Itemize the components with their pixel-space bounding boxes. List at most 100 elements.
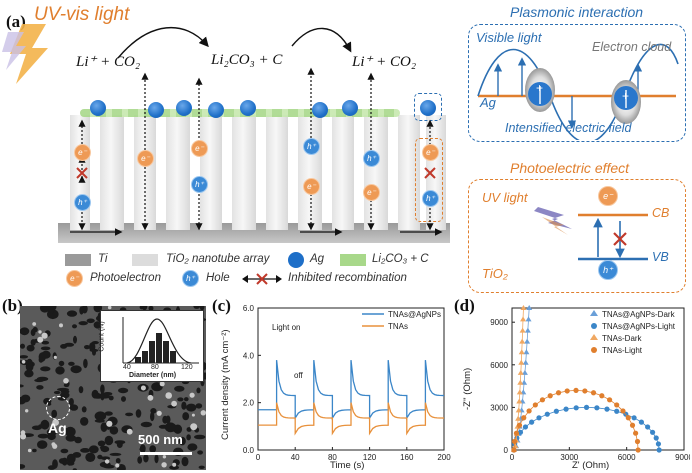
hole-dot: h⁺ [191, 176, 208, 193]
c-xtick-label: 0 [256, 453, 261, 462]
c-legend: TNAs@AgNPs TNAs [362, 310, 441, 331]
d-data-point [544, 411, 550, 417]
tio2-label: TiO₂ [482, 266, 508, 281]
d-legend-marker [591, 323, 597, 329]
d-data-point [516, 398, 523, 404]
d-xlabel: Z' (Ohm) [572, 460, 609, 471]
d-data-point [620, 408, 626, 414]
c-ytick-label: 6.0 [243, 304, 255, 313]
electron-dot: e⁻ [74, 144, 91, 161]
photoelectric-electron-dot: e⁻ [598, 186, 618, 206]
d-data-point [515, 407, 522, 413]
inset-xtick-1: 40 [123, 364, 131, 371]
c-ytick-label: 2.0 [243, 399, 255, 408]
sem-inset: Count (N) 40 80 120 Diameter (nm) [98, 310, 204, 382]
d-data-point [517, 379, 524, 385]
d-data-point [573, 387, 579, 393]
hole-dot: h⁺ [303, 138, 320, 155]
d-data-point [532, 402, 538, 408]
charge-transport-arrows [70, 67, 443, 236]
d-data-point [526, 305, 533, 310]
d-ytick-label: 3000 [490, 403, 508, 412]
legend-electron-dot: e⁻ [66, 270, 83, 287]
d-data-point [547, 393, 553, 399]
electron-dot: e⁻ [363, 184, 380, 201]
d-data-point [625, 415, 631, 421]
d-data-point [635, 447, 641, 453]
d-xtick-label: 0 [510, 453, 515, 462]
d-data-point [516, 422, 523, 428]
d-data-point [511, 438, 518, 445]
d-data-point [517, 369, 524, 375]
c-ytick-label: 4.0 [243, 351, 255, 360]
d-data-point [631, 415, 637, 421]
d-data-point [607, 397, 613, 403]
legend-photoelectron-label: Photoelectron [90, 272, 161, 284]
d-data-point [519, 338, 526, 344]
uv-vis-title: UV-vis light [34, 4, 130, 25]
c-xtick-label: 200 [437, 453, 451, 462]
d-data-point [522, 424, 529, 430]
legend-tio2-label: TiO₂ nanotube array [166, 253, 270, 265]
equation-middle: Li₂CO₃ + C [211, 52, 283, 68]
c-ylabel: Current density (mA cm⁻²) [220, 329, 231, 440]
tube-highlight-box [415, 138, 443, 222]
band-diagram [534, 207, 648, 261]
hole-dot: h⁺ [363, 150, 380, 167]
inset-ylabel: Count (N) [98, 321, 106, 352]
d-data-point [614, 408, 620, 414]
d-legend-marker [590, 334, 598, 340]
size-histogram [122, 317, 199, 364]
d-data-point [519, 327, 526, 333]
photoelectric-hole-dot: h⁺ [598, 260, 618, 280]
legend-inhibited-label: Inhibited recombination [288, 272, 407, 284]
d-legend-label-2: TNAs@AgNPs-Light [602, 322, 676, 331]
d-data-point [653, 435, 659, 441]
hole-dot: h⁺ [422, 190, 439, 207]
d-legend-label-1: TNAs@AgNPs-Dark [602, 310, 676, 319]
d-data-point [594, 405, 600, 411]
c-plot-frame [257, 307, 445, 451]
d-data-point [583, 404, 590, 410]
d-plot-frame [511, 307, 685, 451]
li2co3-layer [80, 109, 400, 117]
inset-xlabel: Diameter (nm) [129, 372, 177, 379]
legend-hole-dot: h⁺ [182, 270, 199, 287]
d-ytick-label: 6000 [490, 361, 508, 370]
panel-a-label: (a) [6, 12, 26, 31]
d-ytick-label: 0 [504, 446, 509, 455]
d-legend-marker [591, 347, 597, 353]
d-data-point [518, 359, 525, 365]
d-data-point [522, 359, 529, 365]
ag-circle-marker [46, 396, 70, 420]
c-xtick-label: 40 [291, 453, 300, 462]
d-data-point [517, 429, 524, 435]
legend-tio2-swatch [132, 254, 158, 266]
panel-b-label: (b) [2, 296, 23, 315]
inhibited-recombination-icon [242, 273, 282, 285]
plasmonic-wave-diagram: + + [477, 43, 679, 140]
d-data-point [526, 408, 532, 414]
d-data-point [520, 316, 527, 322]
d-data-point [529, 419, 535, 425]
d-data-point [599, 393, 605, 399]
cb-label: CB [652, 206, 670, 220]
electron-cloud-label: Electron cloud [592, 40, 672, 54]
plasmonic-box [468, 24, 686, 142]
legend-li2co3-swatch [340, 254, 366, 266]
legend-ti-swatch [65, 254, 91, 266]
electron-dot: e⁻ [422, 144, 439, 161]
d-data-point [513, 430, 520, 436]
d-data-point [516, 389, 523, 395]
c-xtick-label: 120 [363, 453, 377, 462]
c-ytick-label: 0.0 [243, 446, 255, 455]
equation-left: Li⁺ + CO₂ [76, 54, 141, 70]
legend-hole-label: Hole [206, 272, 230, 284]
d-data-point [521, 369, 528, 375]
d-data-point [633, 430, 639, 436]
reaction-arrows [117, 26, 352, 59]
d-data-point [511, 447, 517, 453]
electron-dot: e⁻ [303, 178, 320, 195]
d-data-point [563, 406, 569, 412]
equation-right: Li⁺ + CO₂ [352, 54, 417, 70]
